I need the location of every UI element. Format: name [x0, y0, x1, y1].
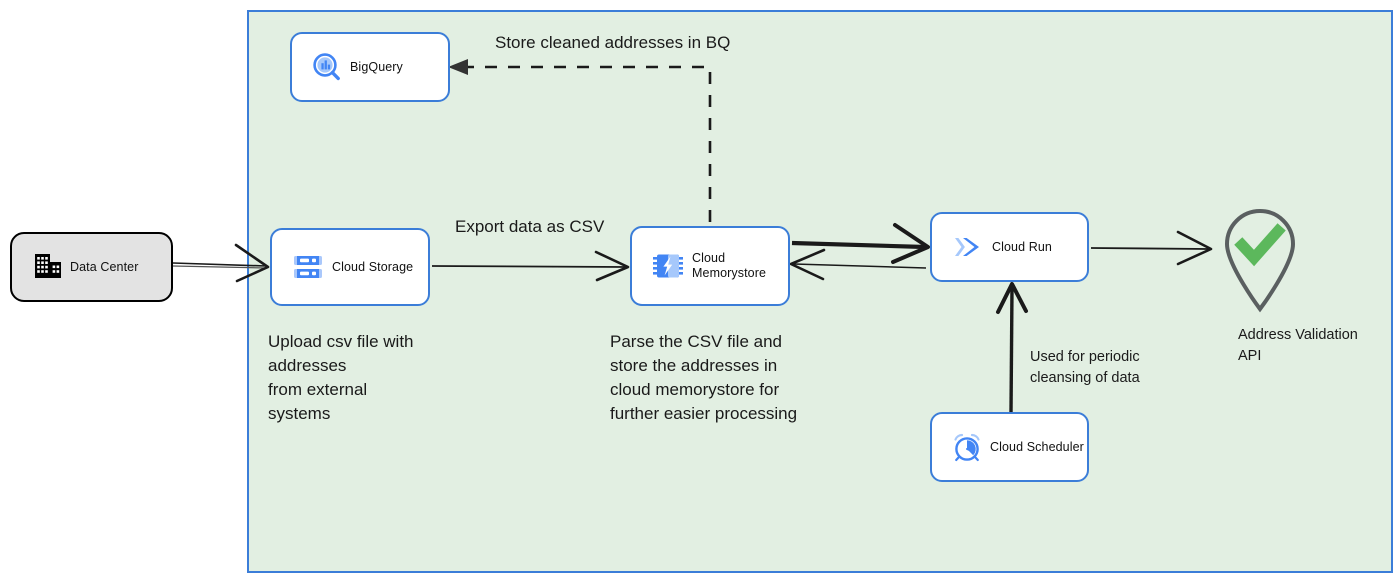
label-address-validation-api: Address Validation API — [1238, 327, 1358, 364]
node-label: BigQuery — [350, 59, 403, 74]
edge-label-store-cleaned-addresses-in-bq: Store cleaned addresses in BQ — [495, 33, 731, 52]
node-data-center[interactable]: Data Center — [10, 232, 173, 302]
edge-label-scheduler-note: Used for periodic cleansing of data — [1030, 349, 1140, 386]
node-cloud-run[interactable]: Cloud Run — [930, 212, 1089, 282]
node-label: Data Center — [70, 259, 139, 274]
caption-upload-csv: Upload csv file with addresses from exte… — [268, 332, 414, 423]
cloud-scheduler-icon — [944, 431, 990, 463]
address-validation-pin-icon — [1224, 209, 1296, 313]
node-label: Cloud Run — [992, 239, 1052, 254]
node-bigquery[interactable]: BigQuery — [290, 32, 450, 102]
node-label: Cloud Scheduler — [990, 439, 1084, 454]
data-center-building-icon — [26, 252, 70, 282]
caption-parse-csv: Parse the CSV file and store the address… — [610, 332, 798, 423]
node-cloud-scheduler[interactable]: Cloud Scheduler — [930, 412, 1089, 482]
cloud-boundary-container — [247, 10, 1393, 573]
cloud-storage-icon — [284, 251, 332, 283]
cloud-run-icon — [944, 231, 992, 263]
edge-label-export-data-as-csv: Export data as CSV — [455, 217, 605, 236]
node-cloud-storage[interactable]: Cloud Storage — [270, 228, 430, 306]
cloud-memorystore-icon — [644, 250, 692, 282]
bigquery-icon — [304, 51, 350, 83]
node-address-validation-api[interactable] — [1218, 205, 1302, 313]
node-label: Cloud Memorystore — [692, 251, 767, 280]
node-label: Cloud Storage — [332, 259, 414, 274]
node-cloud-memorystore[interactable]: Cloud Memorystore — [630, 226, 790, 306]
